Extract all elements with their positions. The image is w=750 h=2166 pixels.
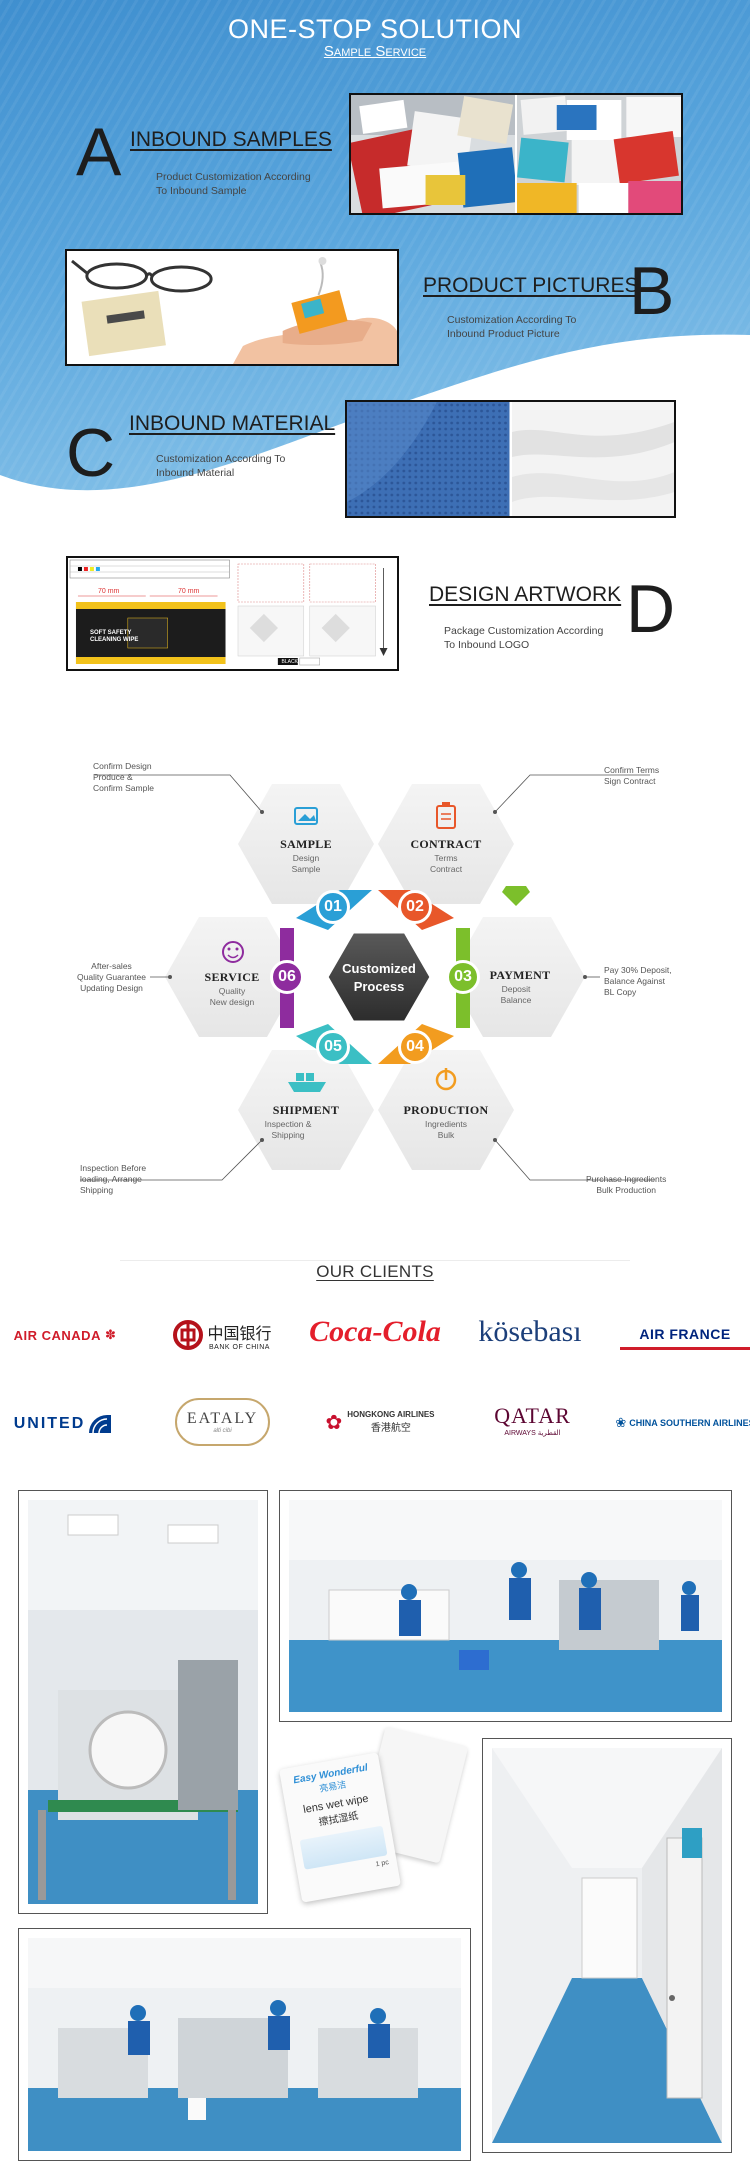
stage-number-01: 01 bbox=[316, 890, 350, 924]
stage-number-03: 03 bbox=[446, 960, 480, 994]
white-nonwoven-photo bbox=[511, 402, 674, 516]
hex-shipment bbox=[238, 1050, 374, 1170]
stage-title-service: SERVICE bbox=[204, 970, 260, 984]
image-icon bbox=[294, 807, 318, 825]
process-hexagons bbox=[80, 774, 655, 1181]
step-letter-b: B bbox=[629, 253, 675, 329]
hex-center bbox=[325, 930, 433, 1024]
step-letter-d: D bbox=[626, 571, 676, 647]
blue-nonwoven-photo bbox=[347, 402, 510, 516]
united-globe-icon bbox=[89, 1415, 112, 1433]
stage-number-06: 06 bbox=[270, 960, 304, 994]
lens-wipe-product-photo: Easy Wonderful 亮易洁 lens wet wipe 擦拭湿纸 1 … bbox=[279, 1726, 475, 1930]
hex-production bbox=[378, 1050, 514, 1170]
step-title-design-artwork: DESIGN ARTWORK bbox=[429, 583, 622, 606]
power-icon bbox=[435, 1068, 457, 1091]
stage-number-05: 05 bbox=[316, 1030, 350, 1064]
hex-payment bbox=[449, 917, 585, 1037]
design-artwork-photos: 70 mm 70 mm SOFT SAFETY CLEANING WIPE BL… bbox=[66, 556, 399, 671]
logo-china-southern: ❀ CHINA SOUTHERN AIRLINES bbox=[615, 1415, 750, 1430]
stage-desc-payment: Deposit Balance bbox=[500, 984, 532, 1005]
artwork-dieline-2: BLACK bbox=[233, 558, 397, 669]
stage-desc-production: Ingredients Bulk bbox=[424, 1119, 468, 1140]
stage-desc-shipment: Inspection & Shipping bbox=[264, 1119, 312, 1140]
hex-contract bbox=[378, 784, 514, 904]
black-swatch-label: BLACK bbox=[281, 659, 298, 665]
product-pictures-photos bbox=[65, 249, 399, 366]
logo-hongkong-airlines: ✿ HONGKONG AIRLINES 香港航空 bbox=[325, 1410, 435, 1434]
bank-of-china-icon bbox=[173, 1320, 204, 1350]
stage-desc-service: Quality New design bbox=[209, 986, 255, 1007]
inbound-samples-photos bbox=[349, 93, 683, 215]
clients-title: OUR CLIENTS bbox=[316, 1262, 434, 1281]
logo-kosebasi: kösebası bbox=[478, 1315, 582, 1348]
wipe-packets-photo-1 bbox=[351, 95, 515, 213]
sample-service-section: ONE-STOP SOLUTION Sample Service A INBOU… bbox=[0, 0, 750, 690]
logo-bank-of-china: 中国银行 BANK OF CHINA bbox=[160, 1313, 285, 1357]
logo-air-canada: AIR CANADA✽ bbox=[13, 1327, 117, 1343]
logo-united: UNITED bbox=[0, 1408, 125, 1440]
process-center-label: Customized Process bbox=[342, 961, 416, 994]
logo-eataly: EATALY alti cibi bbox=[175, 1398, 270, 1446]
logo-qatar-airways: QATAR AIRWAYS القطرية bbox=[494, 1403, 571, 1437]
factory-photo-machine bbox=[18, 1490, 268, 1914]
step-desc-inbound-samples: Product Customization According To Inbou… bbox=[156, 171, 311, 197]
step-letter-a: A bbox=[76, 114, 122, 190]
smiley-icon bbox=[222, 941, 244, 963]
stage-title-production: PRODUCTION bbox=[403, 1103, 489, 1117]
stage-desc-sample: Design Sample bbox=[291, 853, 321, 874]
customized-process-diagram: Customized Process 01 02 03 04 05 06 SAM… bbox=[0, 740, 750, 1220]
note-service: After-sales Quality Guarantee Updating D… bbox=[77, 961, 146, 993]
note-contract: Confirm Terms Sign Contract bbox=[604, 765, 660, 786]
step-title-inbound-material: INBOUND MATERIAL bbox=[129, 412, 336, 435]
factory-photo-corridor bbox=[482, 1738, 732, 2153]
diamond-icon bbox=[502, 886, 530, 906]
stage-title-payment: PAYMENT bbox=[489, 968, 551, 982]
hex-sample bbox=[238, 784, 374, 904]
dimension-label-2: 70 mm bbox=[178, 588, 200, 595]
step-letter-c: C bbox=[66, 415, 116, 491]
factory-photo-workers bbox=[279, 1490, 732, 1722]
step-title-inbound-samples: INBOUND SAMPLES bbox=[130, 128, 332, 151]
stage-desc-contract: Terms Contract bbox=[429, 853, 463, 874]
stage-number-04: 04 bbox=[398, 1030, 432, 1064]
page-subtitle: Sample Service bbox=[323, 43, 427, 60]
note-payment: Pay 30% Deposit, Balance Against BL Copy bbox=[604, 965, 672, 997]
logo-air-france: AIR FRANCE bbox=[620, 1320, 750, 1350]
maple-leaf-icon: ✽ bbox=[104, 1327, 117, 1342]
hand-with-wipe-photo bbox=[233, 251, 397, 364]
inbound-material-photos bbox=[345, 400, 676, 518]
note-sample: Confirm Design Produce & Confirm Sample bbox=[93, 761, 154, 793]
page-title: ONE-STOP SOLUTION bbox=[227, 14, 523, 44]
hex-service bbox=[165, 917, 301, 1037]
logo-coca-cola: Coca-Cola bbox=[309, 1315, 441, 1348]
wipe-artwork-text: SOFT SAFETY CLEANING WIPE bbox=[90, 630, 139, 643]
stage-number-02: 02 bbox=[398, 890, 432, 924]
step-desc-design-artwork: Package Customization According To Inbou… bbox=[444, 625, 604, 651]
kapok-icon: ❀ bbox=[615, 1415, 627, 1430]
glasses-wipe-photo bbox=[67, 251, 231, 364]
dimension-label-1: 70 mm bbox=[98, 588, 120, 595]
stage-title-shipment: SHIPMENT bbox=[272, 1103, 340, 1117]
note-production: Purchase Ingredients Bulk Production bbox=[586, 1174, 667, 1195]
artwork-dieline-1: 70 mm 70 mm SOFT SAFETY CLEANING WIPE bbox=[68, 558, 232, 669]
clients-divider bbox=[120, 1260, 630, 1261]
ship-icon bbox=[288, 1073, 326, 1092]
step-desc-product-pictures: Customization According To Inbound Produ… bbox=[447, 314, 577, 340]
note-shipment: Inspection Before loading, Arrange Shipp… bbox=[80, 1163, 147, 1195]
wipe-packets-photo-2 bbox=[517, 95, 681, 213]
bauhinia-icon: ✿ bbox=[325, 1411, 343, 1434]
factory-photo-production-line bbox=[18, 1928, 471, 2161]
stage-title-sample: SAMPLE bbox=[280, 837, 332, 851]
step-desc-inbound-material: Customization According To Inbound Mater… bbox=[156, 453, 286, 479]
stage-title-contract: CONTRACT bbox=[410, 837, 482, 851]
clipboard-icon bbox=[436, 802, 456, 829]
step-title-product-pictures: PRODUCT PICTURES bbox=[423, 274, 639, 297]
